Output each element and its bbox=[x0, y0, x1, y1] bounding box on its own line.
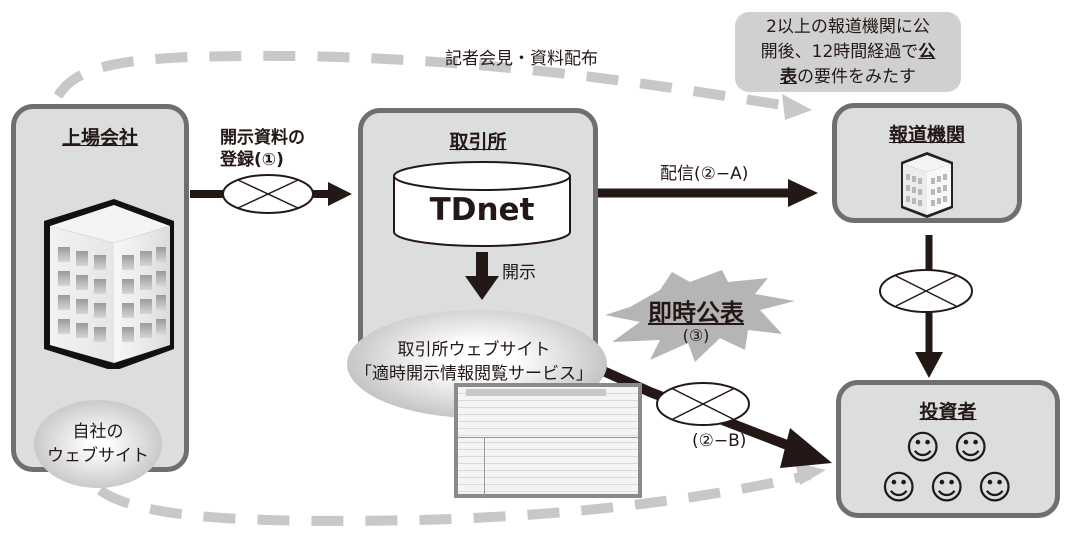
web-network-icon bbox=[656, 382, 750, 426]
web-to-investor-label: (②−B) bbox=[692, 431, 747, 451]
register-label: 開示資料の 登録(①) bbox=[220, 128, 305, 170]
register-network-icon bbox=[222, 174, 314, 214]
disclose-label: 開示 bbox=[502, 263, 536, 283]
investors-title: 投資者 bbox=[919, 401, 977, 423]
website-screenshot-thumbnail bbox=[454, 383, 642, 498]
investor-smiley-icon: ☺ bbox=[929, 468, 965, 508]
exchange-website-label: 取引所ウェブサイト 「適時開示情報閲覧サービス」 bbox=[355, 340, 593, 384]
press-conference-label: 記者会見・資料配布 bbox=[445, 49, 598, 69]
listed-company-building-icon bbox=[44, 199, 174, 369]
publication-requirement-callout: 2以上の報道機関に公 開後、12時間経過で公 表の要件をみたす bbox=[735, 12, 961, 92]
web-to-investor-line bbox=[587, 360, 802, 455]
own-website-arrowhead bbox=[795, 462, 826, 485]
own-website-dashed-arrow bbox=[97, 470, 812, 526]
investors-box: 投資者 ☺ ☺ ☺ ☺ ☺ bbox=[836, 380, 1060, 518]
tdnet-label: TDnet bbox=[429, 192, 535, 228]
register-arrowhead bbox=[328, 182, 352, 206]
investor-smiley-icon: ☺ bbox=[953, 428, 989, 468]
listed-company-title: 上場会社 bbox=[61, 127, 138, 149]
press-title: 報道機関 bbox=[888, 124, 965, 146]
web-to-investor-arrowhead bbox=[780, 428, 832, 468]
own-website-label: 自社の ウェブサイト bbox=[47, 422, 149, 466]
exchange-title: 取引所 bbox=[449, 131, 507, 153]
press-network-icon bbox=[879, 269, 973, 313]
press-box: 報道機関 bbox=[832, 103, 1022, 223]
press-building-icon bbox=[901, 152, 953, 218]
immediate-disclosure-sub: (③) bbox=[682, 326, 710, 345]
disclose-arrow bbox=[465, 252, 499, 300]
immediate-disclosure-title: 即時公表 bbox=[648, 299, 744, 327]
distribute-arrowhead bbox=[788, 179, 818, 207]
investor-smiley-icon: ☺ bbox=[977, 468, 1013, 508]
investor-smiley-icon: ☺ bbox=[905, 428, 941, 468]
press-conference-dashed-arrow bbox=[53, 50, 801, 113]
distribute-label: 配信(②−A) bbox=[660, 164, 749, 184]
press-to-investor-arrowhead bbox=[915, 352, 943, 378]
tdnet-database-icon bbox=[393, 161, 571, 247]
immediate-disclosure-burst bbox=[605, 270, 795, 362]
own-website-ellipse bbox=[34, 400, 162, 488]
investor-smiley-icon: ☺ bbox=[881, 468, 917, 508]
press-conference-arrowhead bbox=[782, 94, 812, 120]
